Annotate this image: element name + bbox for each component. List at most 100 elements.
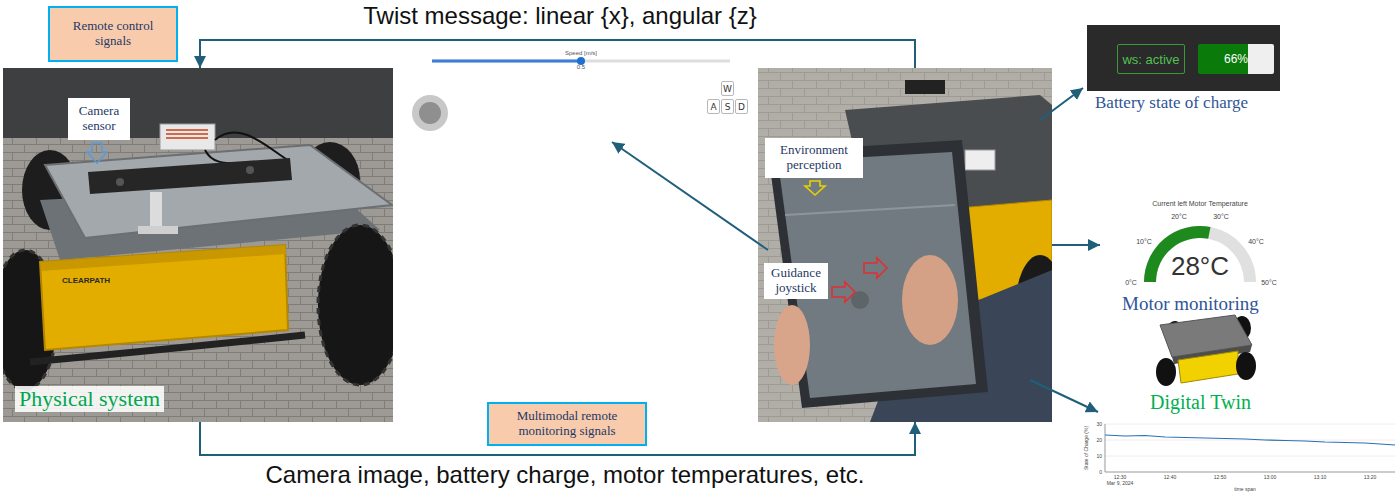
annotation-label: 12:50 (1214, 475, 1227, 480)
sunlight (758, 68, 1052, 422)
chart-axis (1105, 472, 1395, 473)
leader-arrow (612, 142, 768, 250)
usb-cable (215, 132, 288, 160)
chart-grid (1105, 424, 1395, 456)
front-bumper (30, 335, 305, 362)
rear-wheel (22, 150, 78, 230)
annotation-label: 40°C (1248, 238, 1264, 245)
twin-wheel (1233, 316, 1251, 340)
speed-slider-track (432, 60, 730, 63)
joystick-knob (419, 102, 441, 124)
annotation-label: 12:30 (1114, 475, 1127, 480)
leader-arrow (1030, 380, 1098, 412)
twin-wheel (1156, 358, 1176, 386)
annotation-label: 30 (1096, 422, 1102, 427)
annotation-label: 0 (1099, 470, 1102, 475)
gauge-value (1144, 226, 1211, 282)
annotation-label: 20 (1096, 438, 1102, 443)
photo-panel: Physical system Camera sensor (3, 68, 393, 422)
annotation-label: 28°C (1171, 253, 1229, 279)
signal-box: Remote control signals (48, 6, 178, 62)
node-label: W (723, 84, 732, 94)
leader-arrow (1040, 88, 1083, 120)
right-hand (902, 255, 958, 345)
left-hand (774, 305, 810, 385)
wheel (1015, 255, 1052, 365)
paving-ground (758, 68, 1052, 422)
rear-wheel (300, 142, 360, 218)
callout-box: Guidance joystick (764, 263, 828, 299)
annotation-label: CLEARPATH (62, 277, 110, 285)
speed-slider-knob (577, 57, 585, 65)
twin-wheel (1166, 321, 1184, 345)
annotation-label: State of Charge (%) (1084, 426, 1089, 470)
gauge-track (1144, 226, 1256, 282)
node-label: D (738, 102, 745, 112)
key-button: D (735, 99, 748, 114)
annotation-label: 13:00 (1264, 475, 1277, 480)
callout-box: Camera sensor (68, 98, 130, 140)
node-label: 66% (1224, 52, 1248, 66)
chassis-side (40, 185, 380, 260)
wall-background (3, 68, 393, 138)
annotation-label: Battery state of charge (1095, 94, 1248, 111)
leader-arrows (612, 88, 1100, 412)
annotation-label: 10°C (1136, 238, 1152, 245)
robot-photo (3, 68, 393, 422)
robot-camera (905, 80, 945, 94)
yellow-battery-box (935, 200, 1052, 300)
camera-lens (116, 178, 124, 186)
annotation-label: Current left Motor Temperature (1152, 200, 1248, 207)
speed-slider-fill (432, 60, 581, 63)
key-button: W (721, 81, 734, 96)
front-wheel (318, 225, 393, 385)
annotation-label: 20°C (1171, 213, 1187, 220)
leader-arrow (1052, 244, 1100, 246)
annotation-label: 30°C (1213, 213, 1229, 220)
compute-module (965, 150, 995, 170)
key-button: A (707, 99, 720, 114)
camera-lens (246, 166, 254, 174)
usb-cable (205, 150, 250, 165)
top-plate (45, 145, 392, 238)
camera-mount (150, 192, 162, 228)
box-edge (40, 245, 286, 271)
status-badge: ws: active (1117, 44, 1185, 74)
node-label: Multimodal remote monitoring signals (495, 409, 639, 439)
signal-arrow (200, 40, 915, 68)
node-label: ws: active (1122, 52, 1179, 67)
node-label: Physical system (15, 386, 164, 412)
chart-line (1105, 435, 1395, 445)
annotation-label: 10 (1096, 454, 1102, 459)
pointer-arrow (805, 181, 825, 195)
signal-box: Multimodal remote monitoring signals (487, 402, 647, 446)
twin-side (1172, 345, 1252, 364)
node-label: S (725, 102, 731, 112)
battery-bar: 66% (1198, 44, 1274, 74)
callout-box: Environment perception (765, 138, 863, 178)
paving-ground (3, 68, 393, 422)
camera-mount (138, 226, 178, 234)
annotation-label: 0.5 (577, 64, 585, 70)
operator-sleeve (870, 270, 1052, 422)
compute-module (160, 124, 215, 150)
node-label: Guidance joystick (768, 266, 824, 296)
tablet-frame (768, 140, 988, 408)
screen-horizon (785, 205, 955, 215)
key-button: S (721, 99, 734, 114)
annotation-label: Speed [m/s] (565, 50, 597, 56)
chart-axis (1105, 424, 1106, 472)
digital-twin-model (1156, 315, 1256, 386)
yellow-battery-box (40, 245, 288, 350)
edge-label: Twist message: linear {x}, angular {z} (360, 2, 760, 30)
twin-battery-box (1178, 351, 1238, 383)
node-label: Camera sensor (72, 104, 126, 134)
twin-wheel (1236, 352, 1256, 380)
annotation-label: 50°C (1261, 279, 1277, 286)
ribbon-cable (166, 130, 208, 138)
screen-joystick (851, 291, 869, 309)
